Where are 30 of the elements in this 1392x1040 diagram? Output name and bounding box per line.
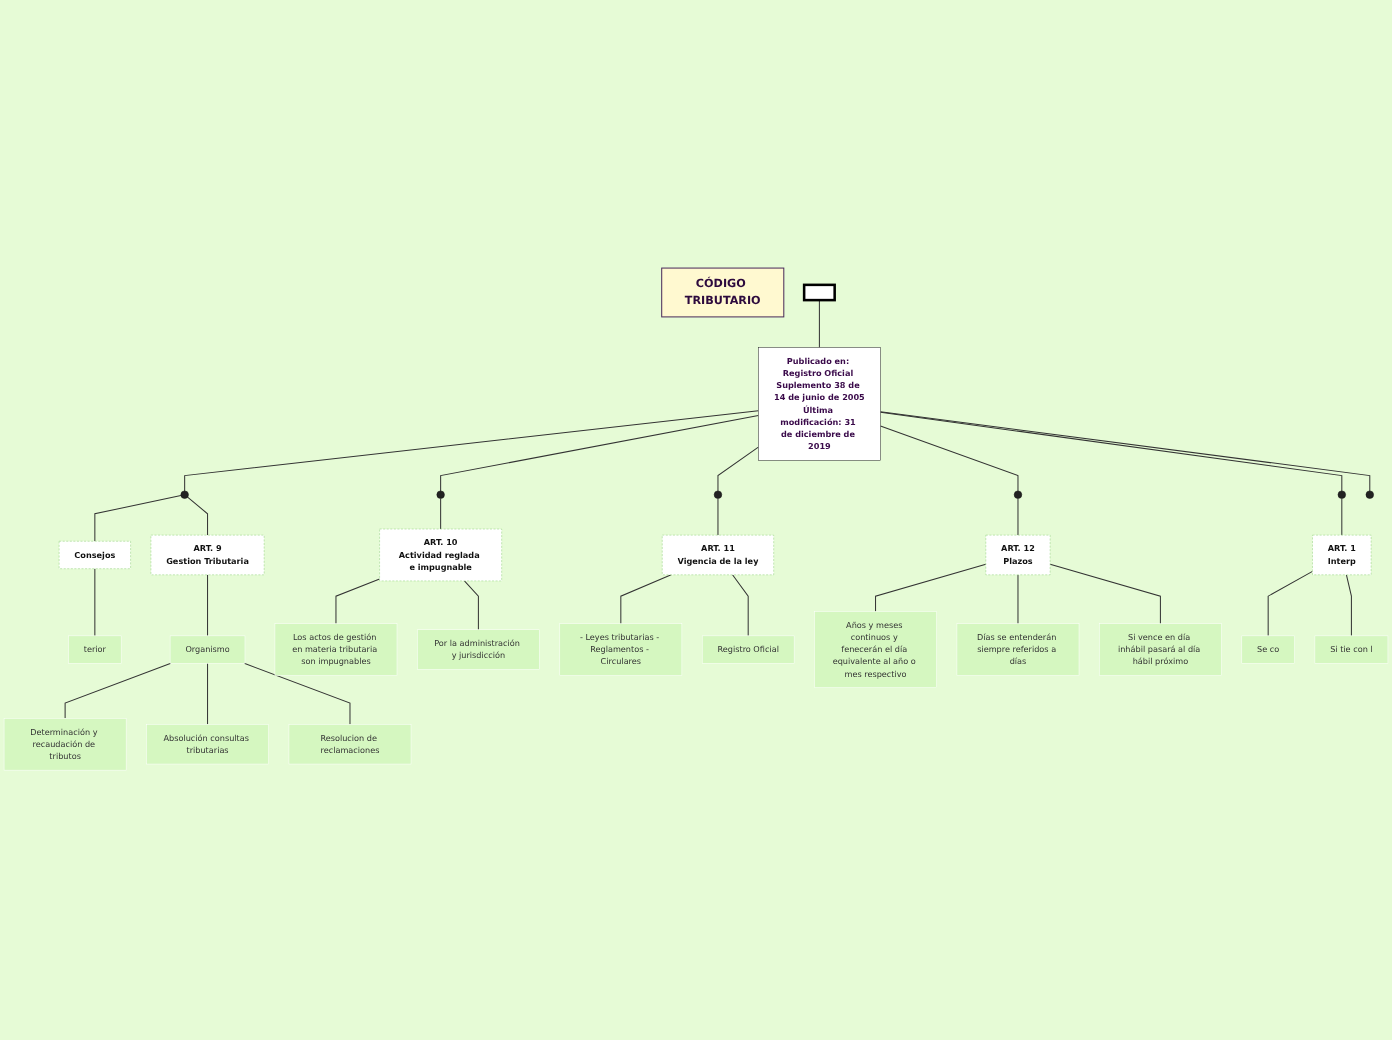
connector (818, 300, 820, 349)
connector (875, 564, 987, 613)
node-box (802, 284, 836, 303)
node-circle (713, 491, 723, 500)
connector (879, 426, 1019, 493)
node-circle (1337, 491, 1346, 500)
connector (1049, 564, 1161, 626)
connector (717, 498, 719, 537)
connector (1341, 498, 1343, 537)
connector (463, 581, 479, 632)
node-circle (180, 491, 189, 500)
connector (440, 415, 759, 493)
connector (94, 569, 96, 638)
connector (184, 411, 759, 493)
node-circle (1365, 491, 1374, 500)
connector (243, 663, 351, 726)
connector (1345, 575, 1352, 638)
connector (717, 447, 759, 493)
connector (335, 579, 381, 626)
connector (207, 663, 209, 726)
node-circle (436, 491, 445, 500)
connector (732, 575, 749, 638)
node-circle (1013, 491, 1023, 500)
connector (64, 663, 172, 720)
connector (207, 575, 209, 638)
connector (1017, 498, 1019, 537)
connector (440, 498, 442, 531)
connector (94, 495, 182, 543)
connector (620, 575, 672, 626)
connector (187, 497, 209, 537)
